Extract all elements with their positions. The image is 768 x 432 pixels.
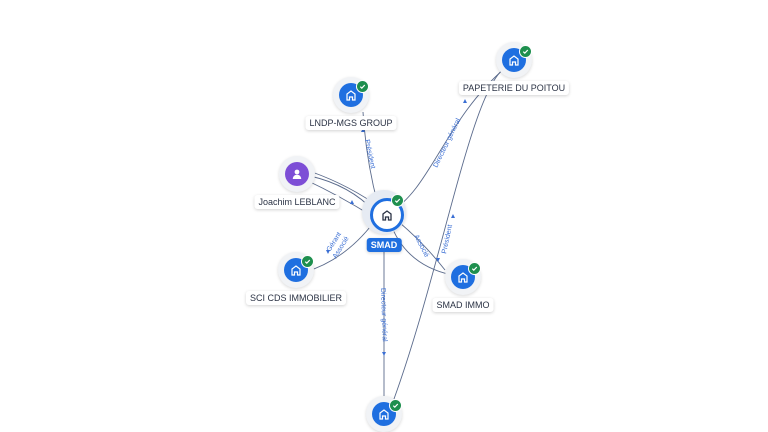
building-icon xyxy=(370,198,404,232)
node-label: LNDP-MGS GROUP xyxy=(305,116,397,130)
edge-label-directeur-papeterie: Directeur général xyxy=(433,117,463,169)
node-label: PAPETERIE DU POITOU xyxy=(458,81,570,95)
edge-label-president-smadimmo: Président xyxy=(441,224,454,254)
check-icon xyxy=(389,399,402,412)
person-icon xyxy=(285,162,309,186)
edge-label-president-lndp: Président xyxy=(363,139,376,169)
arrow-marker xyxy=(382,352,386,356)
check-icon xyxy=(391,194,404,207)
node-label: SMAD xyxy=(366,238,402,252)
arrow-marker xyxy=(451,214,455,218)
arrow-marker xyxy=(436,258,440,262)
check-icon xyxy=(301,255,314,268)
node-label: Joachim LEBLANC xyxy=(254,195,340,209)
edge-label-associe-smadimmo: Associé xyxy=(412,234,430,259)
arrow-marker xyxy=(326,250,330,254)
node-label: SCI CDS IMMOBILIER xyxy=(245,291,347,305)
node-label: SMAD IMMO xyxy=(432,298,494,312)
check-icon xyxy=(468,262,481,275)
arrow-marker xyxy=(350,200,354,204)
check-icon xyxy=(519,45,532,58)
arrow-marker xyxy=(463,99,467,103)
edge-label-directeur-bottom: Directeur général xyxy=(379,288,388,342)
arrow-marker xyxy=(361,128,365,132)
check-icon xyxy=(356,80,369,93)
